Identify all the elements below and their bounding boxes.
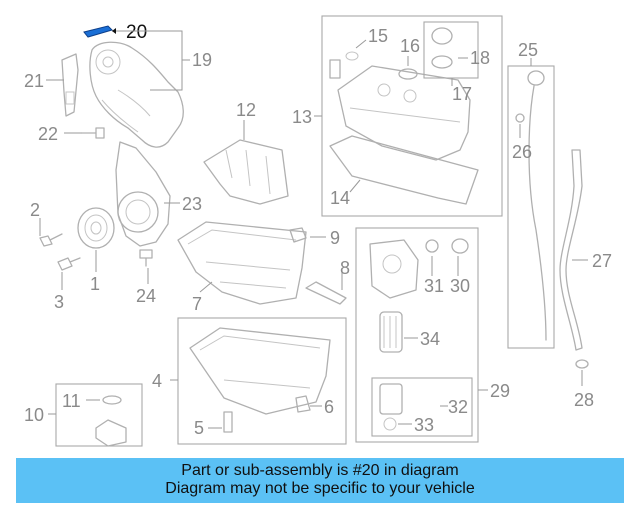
cap-part-18[interactable] xyxy=(431,27,453,69)
callout-14: 14 xyxy=(330,188,350,208)
plug-part-9[interactable] xyxy=(289,227,307,243)
callout-9: 9 xyxy=(330,228,340,248)
callout-31: 31 xyxy=(424,276,444,296)
o-ring-part-11[interactable] xyxy=(102,395,122,405)
gasket-part-14[interactable] xyxy=(329,135,479,205)
callout-1: 1 xyxy=(90,274,100,294)
callout-20: 20 xyxy=(126,22,147,43)
callout-12: 12 xyxy=(236,100,256,120)
cover-part-21[interactable] xyxy=(61,53,79,117)
callout-3: 3 xyxy=(54,292,64,312)
banner-line-1: Part or sub-assembly is #20 in diagram xyxy=(181,462,459,479)
seal-part-31[interactable] xyxy=(425,239,439,253)
gasket-part-8[interactable] xyxy=(305,281,347,305)
sensor-part-10[interactable] xyxy=(95,419,127,447)
valve-cover-part-13[interactable] xyxy=(337,65,471,161)
cap-subgroup-box xyxy=(371,377,473,437)
callout-16: 16 xyxy=(400,36,420,56)
callout-2: 2 xyxy=(30,200,40,220)
callout-26: 26 xyxy=(512,142,532,162)
callout-15: 15 xyxy=(368,26,388,46)
cap-group-box xyxy=(423,21,479,79)
baffle-part-12[interactable] xyxy=(203,139,289,205)
callout-27: 27 xyxy=(592,251,612,271)
filter-housing[interactable] xyxy=(369,239,419,299)
callout-23: 23 xyxy=(182,194,202,214)
callout-8: 8 xyxy=(340,258,350,278)
callout-5: 5 xyxy=(194,418,204,438)
callout-18: 18 xyxy=(470,48,490,68)
callout-32: 32 xyxy=(448,397,468,417)
filter-group-box xyxy=(355,227,479,443)
seal-part-16[interactable] xyxy=(398,68,418,80)
filter-cap-part-33[interactable] xyxy=(379,383,403,431)
seal-part-20[interactable] xyxy=(83,25,113,38)
callout-30: 30 xyxy=(450,276,470,296)
callout-6: 6 xyxy=(324,397,334,417)
callout-4: 4 xyxy=(152,371,162,391)
callout-21: 21 xyxy=(24,71,44,91)
bolt-part-3[interactable] xyxy=(57,257,81,271)
callout-10: 10 xyxy=(24,405,44,425)
seal-part-28[interactable] xyxy=(575,359,589,369)
dipstick-part-25[interactable] xyxy=(527,70,547,341)
sensor-part-6[interactable] xyxy=(295,395,311,413)
bolt-part-2[interactable] xyxy=(39,233,63,247)
bolt-part-15[interactable] xyxy=(329,51,359,79)
pulley-part-1[interactable] xyxy=(77,207,115,249)
oil-pan-group-box xyxy=(177,317,347,445)
seal-part-26[interactable] xyxy=(515,113,525,123)
callout-25: 25 xyxy=(518,40,538,60)
callout-24: 24 xyxy=(136,286,156,306)
callout-19: 19 xyxy=(192,50,212,70)
banner-line-2: Diagram may not be specific to your vehi… xyxy=(165,480,475,497)
callout-29: 29 xyxy=(490,381,510,401)
bolt-part-22[interactable] xyxy=(81,127,105,139)
inner-cover-part-23[interactable] xyxy=(115,141,171,247)
drain-plug-part-5[interactable] xyxy=(223,411,233,433)
callout-13: 13 xyxy=(292,107,312,127)
callout-28: 28 xyxy=(574,390,594,410)
callout-7: 7 xyxy=(192,294,202,314)
dipstick-tube-part-27[interactable] xyxy=(559,149,583,351)
info-banner: Part or sub-assembly is #20 in diagram D… xyxy=(16,458,624,503)
filter-element-part-34[interactable] xyxy=(379,311,403,353)
timing-cover[interactable] xyxy=(89,41,184,148)
lower-pan-part-4[interactable] xyxy=(189,327,331,415)
sensor-group-box xyxy=(55,383,143,447)
callout-11: 11 xyxy=(62,391,81,411)
callout-33: 33 xyxy=(414,415,434,435)
sensor-part-24[interactable] xyxy=(139,249,153,267)
callout-17: 17 xyxy=(452,84,472,104)
oil-pan-part-7[interactable] xyxy=(177,221,307,305)
callout-34: 34 xyxy=(420,329,440,349)
seal-part-30[interactable] xyxy=(451,238,469,254)
callout-22: 22 xyxy=(38,124,58,144)
